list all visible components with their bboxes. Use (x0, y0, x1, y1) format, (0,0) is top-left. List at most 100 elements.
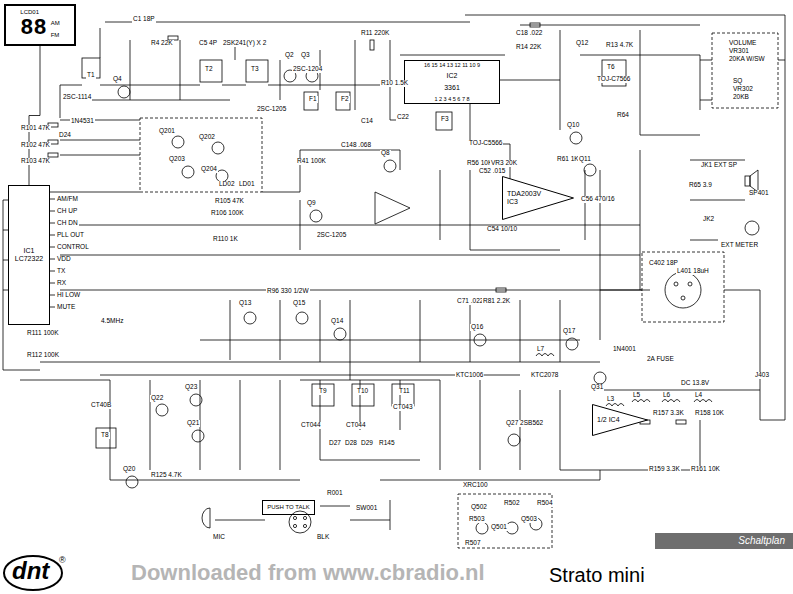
part-label: C148 .068 (340, 142, 372, 149)
pin-numbers: 16 15 14 13 12 11 10 9 (424, 62, 480, 68)
part-label: 4.5MHz (100, 318, 124, 325)
component-name: PUSH TO TALK (267, 504, 310, 511)
title-band: Schaltplan (655, 533, 793, 549)
mic-connector-pin (293, 524, 296, 527)
part-label: MIC (212, 534, 226, 541)
part-label: J403 (754, 372, 770, 379)
pin-name: HI LOW (56, 292, 81, 299)
part-label: CT40B (90, 402, 112, 409)
part-label: T9 (318, 388, 328, 395)
transistor-symbol (566, 338, 578, 350)
transistor-symbol (476, 522, 488, 534)
transistor-symbol (118, 86, 130, 98)
part-label: C1 18P (132, 16, 156, 23)
part-label: R157 3.3K (652, 410, 685, 417)
part-label: R111 100K (26, 330, 60, 337)
transistor-symbol (508, 434, 520, 446)
part-label: 2SC-1114 (62, 94, 92, 101)
amplifier-triangle: TDA2003VIC3 (502, 176, 574, 220)
power-connector-pin (674, 282, 678, 286)
part-label: C402 18P (648, 260, 679, 267)
part-label: 2SK241(Y) X 2 (222, 40, 267, 47)
transistor-symbol (212, 142, 224, 154)
part-label: T10 (356, 388, 369, 395)
part-label: R10 1.5K (380, 80, 409, 87)
transistor-symbol (190, 394, 202, 406)
resistor-symbol (530, 23, 540, 27)
part-label: Q22 (150, 395, 164, 402)
part-label: CT044 (345, 422, 367, 429)
part-label: Q8 (380, 150, 391, 157)
part-label: Q15 (292, 300, 306, 307)
part-label: L6 (662, 392, 671, 399)
part-label: KTC2078 (530, 372, 559, 379)
part-label: 1N4001 (612, 346, 637, 353)
part-label: T11 (398, 388, 411, 395)
part-label: R64 (616, 112, 630, 119)
part-label: 20KB (732, 94, 750, 101)
part-label: R110 1K (212, 236, 239, 243)
part-label: T3 (250, 66, 260, 73)
transistor-symbol (310, 210, 322, 222)
part-label: R61 1K (556, 156, 580, 163)
part-label: R102 47K (20, 142, 51, 149)
part-label: VR3 20K (490, 160, 518, 167)
ic-box: IC1LC72322 (8, 185, 50, 325)
part-label: C18 .022 (515, 30, 543, 37)
part-label: Q20 (122, 466, 136, 473)
part-label: DC 13.8V (680, 380, 710, 387)
speaker-symbol (745, 176, 750, 186)
transformer-symbol (312, 384, 334, 406)
part-label: Q23 (184, 384, 198, 391)
part-label: D27 (328, 440, 342, 447)
part-label: D28 (344, 440, 358, 447)
part-label: Q31 (590, 384, 604, 391)
part-label: SP401 (748, 190, 770, 197)
part-label: Q11 (578, 156, 592, 163)
part-label: Q12 (575, 40, 589, 47)
resistor-symbol (48, 153, 58, 157)
part-label: TOJ-C7566 (596, 76, 631, 83)
part-label: L5 (632, 392, 641, 399)
part-label: Q4 (112, 76, 123, 83)
logo-text: dnt (11, 559, 50, 583)
transformer-symbol (82, 58, 100, 78)
part-label: LD02 (218, 181, 236, 188)
dashed-outline (140, 33, 778, 548)
transformer-symbol (200, 60, 222, 82)
component-name: TDA2003V (507, 190, 541, 198)
opamp-symbol (375, 192, 410, 224)
part-label: R13 4.7K (605, 42, 634, 49)
transistor-symbol (172, 136, 184, 148)
transistor-symbol (474, 334, 486, 346)
wiring (3, 15, 785, 590)
part-label: CT044 (300, 422, 322, 429)
part-label: C5 4P (198, 40, 218, 47)
part-label: R502 (503, 500, 521, 507)
trademark-sign: ® (58, 556, 67, 565)
transistor-symbol (126, 476, 138, 488)
wire (3, 15, 785, 530)
part-label: VR302 (732, 86, 754, 93)
filter-symbol (336, 92, 350, 110)
part-label: Q21 (186, 420, 200, 427)
part-label: Q202 (198, 134, 216, 141)
part-label: R001 (326, 490, 344, 497)
part-label: Q501 (490, 524, 508, 531)
coil-symbol (536, 354, 712, 407)
part-label: R125 4.7K (150, 472, 183, 479)
part-label: R41 100K (296, 158, 327, 165)
pin-name: PLL OUT (56, 232, 85, 239)
part-label: R503 (468, 516, 486, 523)
transformer-symbol (352, 384, 374, 406)
mic-connector-pin (303, 524, 306, 527)
logo-outline (4, 556, 62, 590)
part-label: T8 (100, 432, 110, 439)
part-label: Q13 (238, 300, 252, 307)
part-label: 1N4531 (70, 118, 95, 125)
part-label: 2A FUSE (646, 356, 675, 363)
part-label: L3 (606, 396, 615, 403)
part-label: CT043 (392, 404, 414, 411)
